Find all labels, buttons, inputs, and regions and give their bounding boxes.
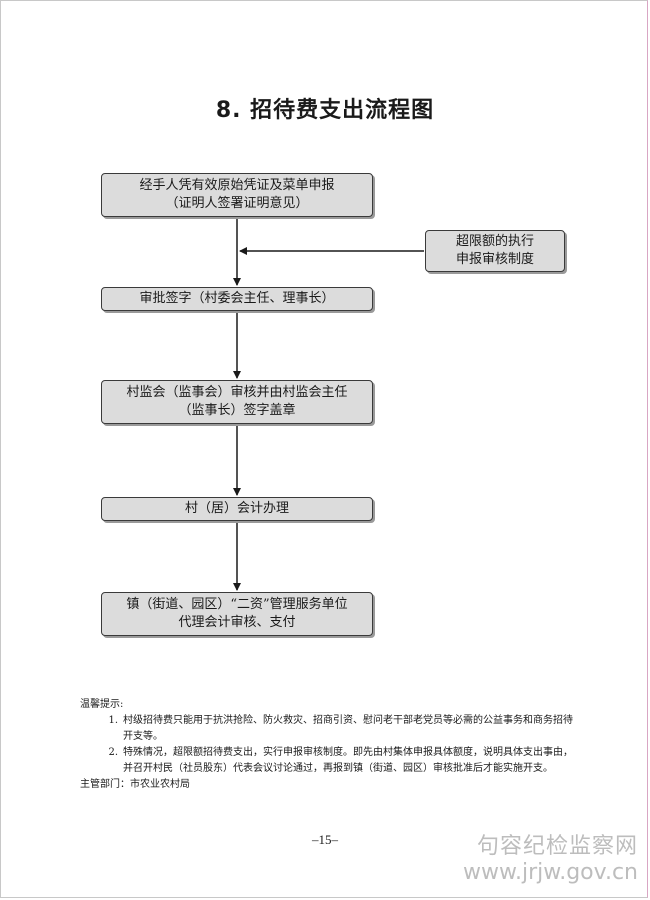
- step-supervision-review: 村监会（监事会）审核并由村监会主任 （监事长）签字盖章: [101, 380, 373, 424]
- side-line1: 超限额的执行: [455, 234, 534, 249]
- step5-line1: 镇（街道、园区）“二资”管理服务单位: [126, 597, 348, 612]
- note-item: 2. 特殊情况，超限额招待费支出，实行申报审核制度。即先由村集体申报具体额度，说…: [80, 745, 580, 777]
- watermark-url: www.jrjw.gov.cn: [463, 860, 638, 885]
- watermark: 句容纪检监察网 www.jrjw.gov.cn: [463, 834, 638, 886]
- side-line2: 申报审核制度: [455, 252, 534, 267]
- note-number: 2.: [108, 747, 118, 758]
- notes-heading: 温馨提示:: [80, 699, 124, 710]
- page-number: –15–: [312, 832, 338, 847]
- notes-department: 主管部门：市农业农村局: [80, 779, 190, 790]
- step3-line2: （监事长）签字盖章: [178, 403, 296, 418]
- step2-line1: 审批签字（村委会主任、理事长）: [139, 291, 335, 306]
- note-number: 1.: [108, 715, 118, 726]
- side-note-over-limit: 超限额的执行 申报审核制度: [425, 230, 565, 272]
- watermark-site-name: 句容纪检监察网: [476, 834, 638, 859]
- step-accounting: 村（居）会计办理: [101, 497, 373, 521]
- step-town-audit-payment: 镇（街道、园区）“二资”管理服务单位 代理会计审核、支付: [101, 592, 373, 636]
- notes-section: 温馨提示: 1. 村级招待费只能用于抗洪抢险、防火救灾、招商引资、慰问老干部老党…: [80, 697, 580, 793]
- note-text: 村级招待费只能用于抗洪抢险、防火救灾、招商引资、慰问老干部老党员等必需的公益事务…: [123, 715, 573, 742]
- step5-line2: 代理会计审核、支付: [178, 615, 296, 630]
- note-item: 1. 村级招待费只能用于抗洪抢险、防火救灾、招商引资、慰问老干部老党员等必需的公…: [80, 713, 580, 745]
- step3-line1: 村监会（监事会）审核并由村监会主任: [126, 385, 348, 400]
- note-text: 特殊情况，超限额招待费支出，实行申报审核制度。即先由村集体申报具体额度，说明具体…: [123, 747, 573, 774]
- step1-line2: （证明人签署证明意见）: [165, 196, 309, 211]
- step4-line1: 村（居）会计办理: [184, 501, 289, 516]
- page-title: 8. 招待费支出流程图: [215, 98, 435, 123]
- step-submit-vouchers: 经手人凭有效原始凭证及菜单申报 （证明人签署证明意见）: [101, 173, 373, 217]
- step1-line1: 经手人凭有效原始凭证及菜单申报: [139, 178, 335, 193]
- step-approval-sign: 审批签字（村委会主任、理事长）: [101, 287, 373, 311]
